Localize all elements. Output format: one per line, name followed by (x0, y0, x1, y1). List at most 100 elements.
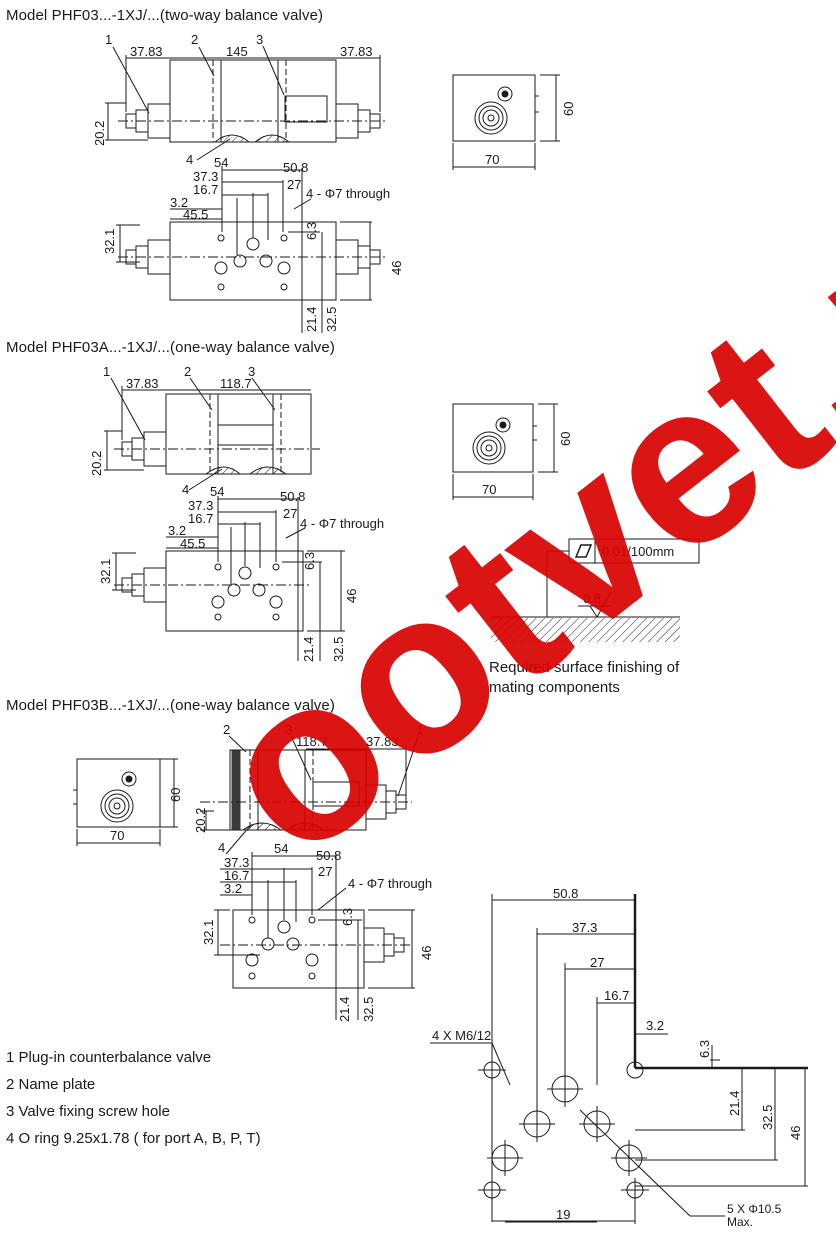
dim-145: 145 (226, 44, 248, 59)
mp-dim-16-7: 16.7 (604, 988, 629, 1003)
dim-118-7-b: 118.7 (220, 376, 252, 391)
dim-70-a: 70 (485, 152, 499, 167)
dim-37-3-b: 37.3 (188, 498, 213, 513)
legend-item-3: 3 Valve fixing screw hole (6, 1103, 170, 1120)
dim-6-3-c: 6.3 (340, 908, 355, 926)
section-title-two-way: Model PHF03...-1XJ/...(two-way balance v… (6, 7, 324, 24)
dim-32-1-c: 32.1 (201, 920, 216, 945)
surface-note-line1: Required surface finishing of (489, 659, 680, 676)
dim-6-3-a: 6.3 (304, 222, 319, 240)
dim-37-83-c: 37.83 (366, 734, 399, 749)
mp-hole-note: 5 X Φ10.5 (727, 1202, 782, 1216)
mp-dim-32-5: 32.5 (760, 1105, 775, 1130)
through-note-a: 4 - Φ7 through (306, 186, 390, 201)
dim-60-a: 60 (561, 102, 576, 116)
legend-item-2: 2 Name plate (6, 1076, 96, 1093)
section2-end-view (452, 403, 558, 500)
mp-dim-6-3: 6.3 (697, 1040, 712, 1058)
mounting-pattern (430, 894, 808, 1224)
dim-37-83-left: 37.83 (130, 44, 163, 59)
dim-54-b: 54 (210, 484, 224, 499)
mp-hole-max: Max. (727, 1215, 753, 1229)
dim-118-7-c: 118.7 (296, 734, 328, 749)
dim-20-2-c: 20.2 (193, 808, 208, 833)
dim-46-b: 46 (344, 589, 359, 603)
dim-37-83-b: 37.83 (126, 376, 159, 391)
section3-end-view (73, 758, 178, 846)
section-title-one-way-b: Model PHF03B...-1XJ/...(one-way balance … (6, 697, 335, 714)
mp-dim-19: 19 (556, 1207, 570, 1222)
dim-32-5-c: 32.5 (361, 997, 376, 1022)
through-note-c: 4 - Φ7 through (348, 876, 432, 891)
dim-27-c: 27 (318, 864, 332, 879)
legend-item-1: 1 Plug-in counterbalance valve (6, 1049, 212, 1066)
dim-27-b: 27 (283, 506, 297, 521)
callout-1-c: 1 (416, 722, 423, 737)
section2-bottom-view (112, 496, 345, 661)
dim-20-2-b: 20.2 (89, 451, 104, 476)
surface-finish-symbol (491, 538, 700, 642)
callout-3: 3 (256, 32, 263, 47)
dim-60-c: 60 (168, 788, 183, 802)
callout-3-b: 3 (248, 364, 255, 379)
section3-bottom-view (214, 852, 415, 1020)
dim-21-4-b: 21.4 (301, 637, 316, 662)
mp-dim-37-3: 37.3 (572, 920, 597, 935)
dim-3-2-c: 3.2 (224, 881, 242, 896)
surface-finish-note: Required surface finishing of mating com… (489, 658, 679, 698)
callout-1-b: 1 (103, 364, 110, 379)
dim-16-7-c: 16.7 (224, 868, 249, 883)
dim-20-2: 20.2 (92, 121, 107, 146)
dim-37-3-a: 37.3 (193, 169, 218, 184)
flatness-value: 0.01/100mm (602, 544, 674, 559)
section1-side-view (105, 45, 388, 161)
dim-37-83-right: 37.83 (340, 44, 373, 59)
mp-dim-27: 27 (590, 955, 604, 970)
section1-end-view (452, 74, 560, 170)
dim-32-1-a: 32.1 (102, 229, 117, 254)
surface-note-line2: mating components (489, 679, 620, 696)
section3-side-view (200, 735, 419, 855)
callout-2: 2 (191, 32, 198, 47)
dim-50-8-b: 50.8 (280, 489, 305, 504)
section1-bottom-view (116, 166, 388, 333)
dim-54-a: 54 (214, 155, 228, 170)
callout-2-c: 2 (223, 722, 230, 737)
dim-54-c: 54 (274, 841, 288, 856)
roughness-value: 0.8 (583, 591, 601, 606)
dim-16-7-b: 16.7 (188, 511, 213, 526)
legend-item-4: 4 O ring 9.25x1.78 ( for port A, B, P, T… (6, 1130, 261, 1147)
dim-3-2-b: 3.2 (168, 523, 186, 538)
dim-32-5-a: 32.5 (324, 307, 339, 332)
callout-4: 4 (186, 152, 193, 167)
section2-side-view (104, 377, 320, 491)
mp-dim-3-2: 3.2 (646, 1018, 664, 1033)
dim-60-b: 60 (558, 432, 573, 446)
dim-21-4-a: 21.4 (304, 307, 319, 332)
mp-dim-50-8: 50.8 (553, 886, 578, 901)
callout-2-b: 2 (184, 364, 191, 379)
dim-16-7-a: 16.7 (193, 182, 218, 197)
mp-m6-note: 4 X M6/12 (432, 1028, 491, 1043)
section-title-one-way-a: Model PHF03A...-1XJ/...(one-way balance … (6, 339, 335, 356)
callout-4-b: 4 (182, 482, 189, 497)
dim-21-4-c: 21.4 (337, 997, 352, 1022)
dim-45-5-a: 45.5 (183, 207, 208, 222)
dim-32-1-b: 32.1 (98, 559, 113, 584)
valve-body (169, 59, 337, 143)
dim-70-c: 70 (110, 828, 124, 843)
dim-50-8-c: 50.8 (316, 848, 341, 863)
callout-3-c: 3 (285, 722, 292, 737)
dim-32-5-b: 32.5 (331, 637, 346, 662)
dim-45-5-b: 45.5 (180, 536, 205, 551)
callout-1: 1 (105, 32, 112, 47)
parts-legend: 1 Plug-in counterbalance valve 2 Name pl… (6, 1044, 261, 1152)
dim-46-c: 46 (419, 946, 434, 960)
mp-dim-46: 46 (788, 1126, 803, 1140)
callout-4-c: 4 (218, 840, 225, 855)
dim-50-8-a: 50.8 (283, 160, 308, 175)
dim-37-3-c: 37.3 (224, 855, 249, 870)
through-note-b: 4 - Φ7 through (300, 516, 384, 531)
dim-46-a: 46 (389, 261, 404, 275)
